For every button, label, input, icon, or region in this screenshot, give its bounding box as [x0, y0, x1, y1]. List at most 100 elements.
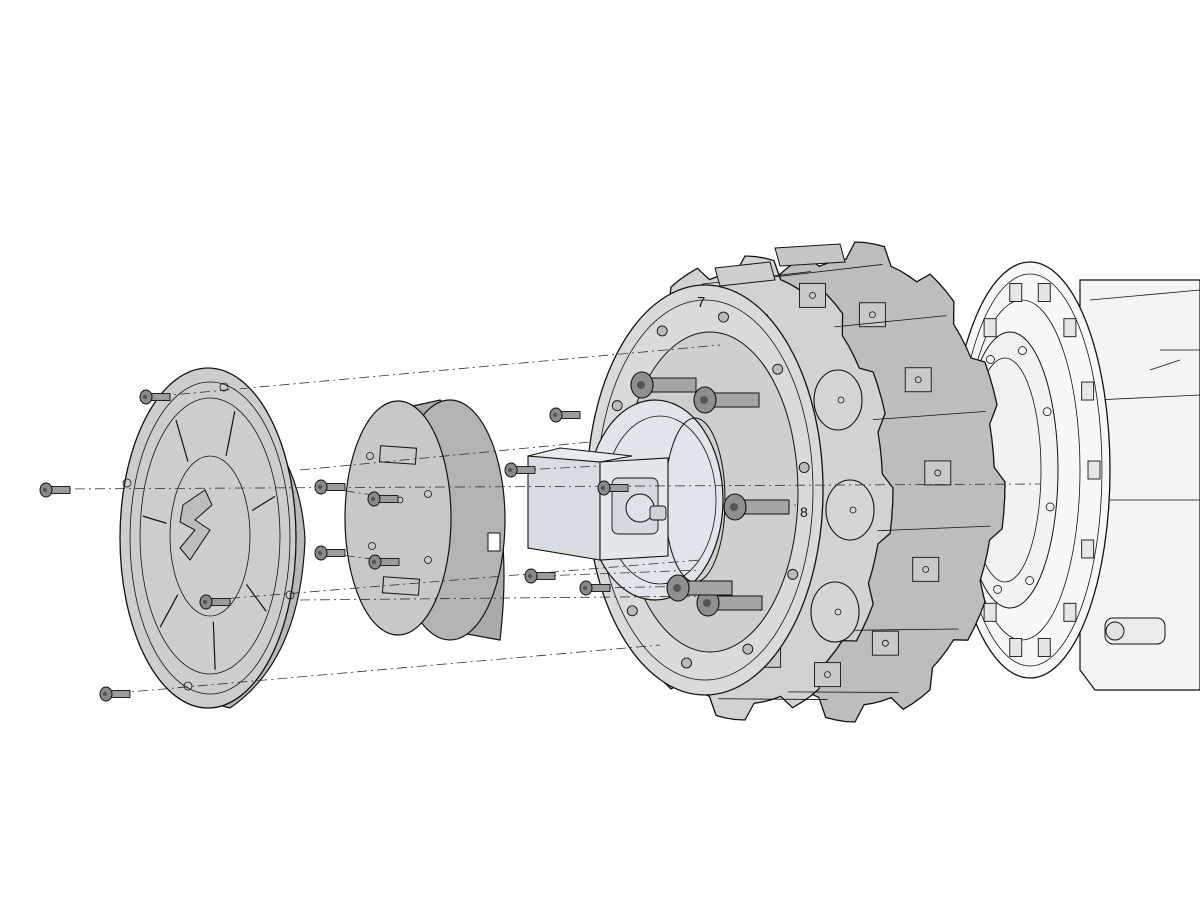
flange-tab	[983, 318, 997, 338]
face-bolt-head	[656, 325, 668, 337]
tool-station-block	[799, 282, 826, 308]
tool-station-block	[814, 662, 841, 688]
flange-tab	[1081, 381, 1095, 401]
screw-socket	[552, 412, 558, 418]
center-hub	[527, 399, 726, 601]
screw-socket	[527, 573, 533, 579]
screw-socket	[42, 487, 48, 493]
screw-socket	[317, 484, 323, 490]
socket-head-screw	[597, 480, 629, 496]
flange-bolt-hole	[1042, 407, 1052, 417]
intermediate-disc-face	[344, 400, 452, 636]
turret-clamp-bolts	[630, 371, 790, 617]
flange-bolt-hole	[986, 355, 995, 364]
adapter-box-side	[527, 455, 601, 561]
socket-head-screws	[39, 389, 629, 702]
screw-socket	[507, 467, 513, 473]
alignment-line	[539, 569, 701, 577]
flange-tab	[1037, 637, 1051, 657]
clamp-bolt-socket	[730, 503, 738, 511]
station-screw-hole	[914, 376, 922, 384]
flange-bolt-hole	[1025, 576, 1034, 585]
flange-tab	[1009, 283, 1023, 303]
face-bolt-head	[798, 462, 810, 473]
clamp-bolt	[693, 386, 760, 414]
flange-tab	[1081, 539, 1095, 559]
station-divider	[718, 698, 828, 700]
screw-socket	[202, 599, 208, 605]
screw-socket	[371, 559, 377, 565]
turret-face-number: 7	[697, 294, 705, 311]
tool-pocket-center	[837, 396, 845, 404]
clamp-bolt-socket	[637, 381, 645, 389]
station-divider	[771, 264, 883, 278]
flange-tab	[1037, 283, 1051, 303]
screw-socket	[582, 585, 588, 591]
socket-head-screw	[99, 686, 131, 702]
clamp-bolt	[723, 493, 790, 521]
socket-head-screw	[367, 491, 399, 507]
station-screw-hole	[922, 565, 930, 573]
screw-socket	[102, 691, 108, 697]
cover-logo	[179, 489, 213, 561]
station-screw-hole	[934, 469, 942, 477]
face-bolt-head	[611, 400, 623, 412]
tool-station-block	[904, 367, 932, 393]
station-divider	[834, 315, 947, 328]
screw-socket	[600, 485, 606, 491]
station-divider	[877, 525, 991, 532]
flange-tab	[1063, 602, 1077, 622]
tool-pocket-center	[849, 506, 857, 514]
cover-spoke	[159, 594, 179, 628]
face-bolt-head	[742, 643, 754, 655]
clamp-bolt-socket	[673, 584, 681, 592]
tool-station-block	[858, 302, 886, 328]
cover-spoke	[251, 495, 276, 512]
alignment-line	[54, 483, 1041, 490]
cover-plate-spokes	[142, 411, 276, 670]
socket-head-screw	[524, 568, 556, 584]
tool-station-block	[912, 556, 940, 582]
turret-top-key	[714, 261, 776, 287]
adapter-box-top	[527, 447, 633, 463]
station-screw-hole	[868, 311, 876, 319]
socket-head-screw	[368, 554, 400, 570]
screw-socket	[317, 550, 323, 556]
face-bolt-head	[681, 657, 692, 669]
station-screw-hole	[824, 671, 831, 679]
intermediate-disc	[344, 399, 506, 641]
socket-head-screw	[139, 389, 171, 405]
cover-spoke	[175, 419, 189, 462]
socket-head-screw	[579, 580, 611, 596]
station-divider	[872, 411, 986, 421]
flange-tab	[1087, 460, 1101, 480]
socket-head-screw	[314, 479, 346, 495]
alignment-line	[209, 559, 701, 601]
flange-tab	[1063, 318, 1077, 338]
cover-spoke	[212, 621, 216, 670]
cover-spoke	[245, 584, 267, 612]
clamp-bolt-socket	[700, 396, 708, 404]
coolant-fitting	[1104, 617, 1166, 645]
socket-head-screw	[314, 545, 346, 561]
disc-notch	[487, 532, 501, 552]
flange-tab	[1009, 637, 1023, 657]
face-bolt-head	[626, 605, 638, 617]
face-bolt-head	[787, 568, 799, 580]
turret-top-key	[774, 243, 846, 267]
cover-spoke	[225, 411, 236, 457]
socket-head-screw	[504, 462, 536, 478]
station-screw-hole	[881, 639, 889, 647]
flange-bolt-hole	[1018, 346, 1027, 355]
cover-plate	[119, 367, 306, 709]
face-bolt-head	[772, 363, 784, 375]
alignment-line	[299, 441, 591, 471]
clamp-bolt	[630, 371, 697, 399]
disc-slot-bottom	[381, 576, 421, 596]
tool-station-block	[871, 630, 899, 656]
screw-socket	[370, 496, 376, 502]
clamp-bolt	[666, 574, 733, 602]
station-screw-hole	[809, 291, 816, 299]
